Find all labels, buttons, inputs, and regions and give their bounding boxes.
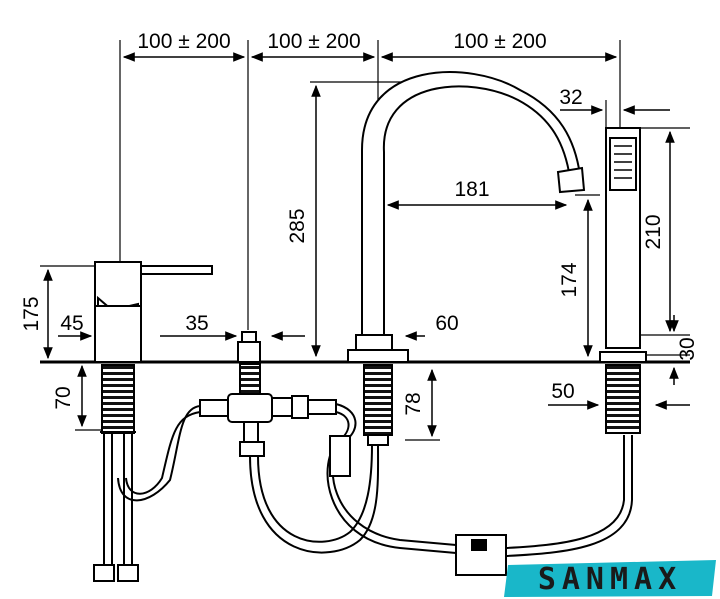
- spout-collar: [355, 334, 393, 352]
- dimension-labels: 100 ± 200 100 ± 200 100 ± 200 32 285 181…: [20, 30, 699, 416]
- dim-diverter-width: 35: [185, 312, 208, 335]
- dim-mixer-shank-length: 70: [52, 386, 75, 409]
- dim-top-2: 100 ± 200: [267, 30, 360, 53]
- spout: [347, 71, 586, 446]
- diverter: [199, 331, 337, 457]
- dim-holder-height: 30: [676, 337, 699, 360]
- hoses: [93, 403, 633, 582]
- dim-spout-height: 285: [286, 208, 309, 243]
- dim-spout-reach: 181: [454, 178, 489, 201]
- brand-logo-text: SANMAX: [538, 562, 682, 597]
- mixer-valve: [94, 261, 213, 434]
- spout-base: [347, 349, 409, 363]
- mixer-head: [94, 261, 142, 307]
- dim-top-1: 100 ± 200: [137, 30, 230, 53]
- spout-shank: [363, 364, 393, 436]
- dimension-lines: [43, 52, 690, 438]
- dim-top-3: 100 ± 200: [453, 30, 546, 53]
- dim-handshower-width: 32: [559, 86, 582, 109]
- hand-shower: [599, 127, 647, 434]
- brand-logo: SANMAX: [504, 560, 716, 597]
- dim-mixer-body-width: 45: [60, 312, 83, 335]
- dim-spout-shank-length: 78: [402, 392, 425, 415]
- dim-spout-base-width: 60: [435, 312, 458, 335]
- dim-spout-outlet-height: 174: [558, 262, 581, 297]
- handshower-shank: [605, 364, 641, 434]
- dim-handshower-length: 210: [642, 214, 665, 249]
- extension-lines: [40, 40, 690, 441]
- spout-outlet: [556, 166, 586, 194]
- dim-holder-width: 50: [551, 380, 574, 403]
- mixer-shank: [101, 364, 135, 434]
- mixer-body: [94, 305, 142, 363]
- dim-mixer-height: 175: [20, 296, 43, 331]
- mixer-lever: [137, 265, 213, 275]
- spout-neck: [361, 71, 582, 336]
- handshower-holder: [599, 351, 647, 363]
